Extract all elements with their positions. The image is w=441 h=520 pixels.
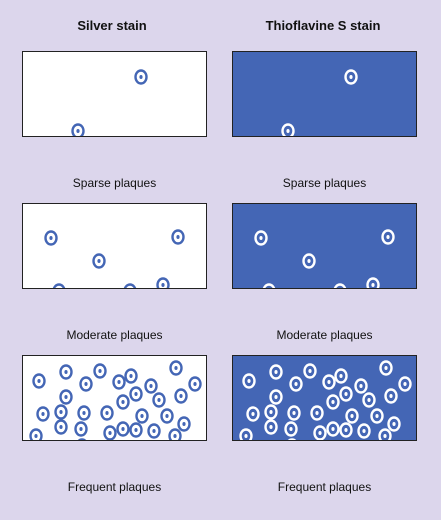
plaque [160, 408, 174, 424]
plaque-layer [44, 229, 185, 288]
plaque-layer [71, 69, 148, 136]
plaque [281, 123, 295, 136]
plaque-layer [239, 360, 412, 440]
plaque [246, 406, 260, 422]
plaque [44, 230, 58, 246]
plaque [398, 376, 412, 392]
plaque [339, 386, 353, 402]
plaque [381, 229, 395, 245]
plaque [345, 408, 359, 424]
plaque [152, 392, 166, 408]
plaque [116, 394, 130, 410]
plaque [135, 408, 149, 424]
plaque [378, 428, 392, 440]
plaque [36, 406, 50, 422]
plaque [93, 363, 107, 379]
plaque [362, 392, 376, 408]
plaque [387, 416, 401, 432]
plaque [326, 421, 340, 437]
plaque [322, 374, 336, 390]
thio-caption-sparse: Sparse plaques [282, 176, 367, 190]
plaque [310, 405, 324, 421]
plaque [366, 277, 380, 288]
plaque [147, 423, 161, 439]
thio-panel-moderate [232, 203, 417, 289]
thio-caption-moderate: Moderate plaques [276, 328, 373, 342]
plaque [344, 69, 358, 85]
plaque [100, 405, 114, 421]
plaque [379, 360, 393, 376]
silver-panel-frequent [22, 355, 207, 441]
thio-caption-frequent: Frequent plaques [277, 480, 372, 494]
plaque [334, 368, 348, 384]
plaque [129, 422, 143, 438]
plaque [92, 253, 106, 269]
plaque [333, 283, 347, 288]
thioflavine-stain-title: Thioflavine S stain [265, 18, 381, 33]
plaque [177, 416, 191, 432]
silver-panel-moderate [22, 203, 207, 289]
silver-caption-sparse: Sparse plaques [72, 176, 157, 190]
plaque [59, 364, 73, 380]
plaque [77, 405, 91, 421]
plaque [52, 283, 66, 288]
plaque [174, 388, 188, 404]
plaque [59, 389, 73, 405]
plaque [103, 425, 117, 440]
plaque-layer [281, 69, 358, 136]
plaque [74, 421, 88, 437]
plaque [302, 253, 316, 269]
plaque-layer [254, 229, 395, 288]
silver-panel-sparse [22, 51, 207, 137]
plaque [354, 378, 368, 394]
silver-caption-moderate: Moderate plaques [66, 328, 163, 342]
plaque [134, 69, 148, 85]
plaque [171, 229, 185, 245]
plaque [124, 368, 138, 384]
plaque [188, 376, 202, 392]
thio-panel-frequent [232, 355, 417, 441]
plaque [357, 423, 371, 439]
plaque [239, 428, 253, 440]
plaque [156, 277, 170, 288]
plaque [269, 364, 283, 380]
plaque [284, 421, 298, 437]
plaque [303, 363, 317, 379]
plaque-layer [29, 360, 202, 440]
plaque [123, 283, 137, 288]
plaque [77, 438, 87, 440]
plaque [144, 378, 158, 394]
silver-caption-frequent: Frequent plaques [67, 480, 162, 494]
plaque [326, 394, 340, 410]
thio-panel-sparse [232, 51, 417, 137]
plaque [129, 386, 143, 402]
plaque [54, 419, 68, 435]
plaque [54, 404, 68, 420]
plaque [289, 376, 303, 392]
plaque [168, 428, 182, 440]
plaque [169, 360, 183, 376]
plaque [254, 230, 268, 246]
plaque [79, 376, 93, 392]
plaque [269, 389, 283, 405]
plaque [29, 428, 43, 440]
plaque [384, 388, 398, 404]
plaque [287, 405, 301, 421]
plaque [264, 404, 278, 420]
plaque [112, 374, 126, 390]
silver-stain-title: Silver stain [77, 18, 147, 33]
plaque [287, 438, 297, 440]
plaque [339, 422, 353, 438]
plaque [313, 425, 327, 440]
plaque [370, 408, 384, 424]
plaque [264, 419, 278, 435]
plaque [262, 283, 276, 288]
plaque [116, 421, 130, 437]
plaque [32, 373, 46, 389]
plaque [71, 123, 85, 136]
plaque [242, 373, 256, 389]
